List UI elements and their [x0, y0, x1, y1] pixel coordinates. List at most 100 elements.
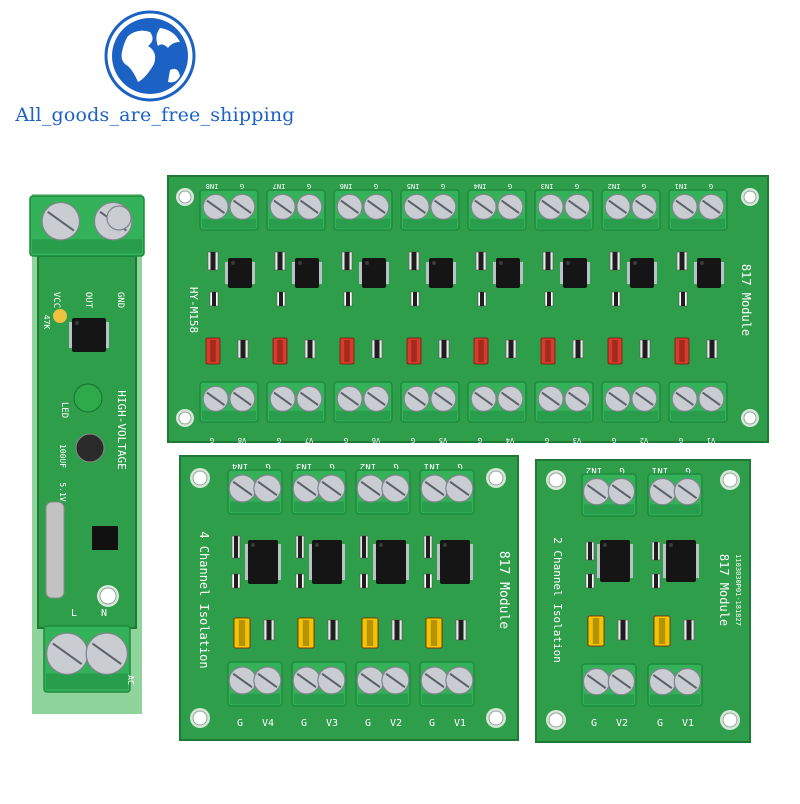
screw-terminal-base: [537, 410, 591, 421]
screw-terminal-base: [604, 218, 658, 229]
smd-body: [374, 340, 380, 358]
smd-body: [411, 252, 417, 270]
screw-slot: [449, 672, 470, 689]
silkscreen-label: G: [301, 718, 307, 729]
silkscreen-label: G: [508, 182, 512, 190]
screw-slot: [449, 480, 470, 497]
screw-slot: [474, 199, 493, 214]
smd-body: [234, 536, 238, 558]
power-resistor: [45, 501, 65, 599]
silkscreen-label: 5.1V: [58, 482, 67, 501]
screw-slot: [232, 480, 253, 497]
optocoupler-chip: [429, 258, 453, 288]
silkscreen-label: G: [545, 436, 549, 444]
jumper-cap: [540, 337, 556, 365]
silkscreen-label: V7: [305, 436, 313, 444]
chip-dot: [700, 261, 704, 265]
silkscreen-label: G: [642, 182, 646, 190]
screw-terminal-base: [650, 504, 700, 515]
screw-slot: [360, 672, 381, 689]
smd-body: [508, 340, 514, 358]
screw-slot: [611, 484, 632, 500]
globe-continent: [156, 28, 180, 48]
screw-slot: [407, 199, 426, 214]
screw-terminal-base: [422, 693, 472, 705]
jumper-cap: [674, 337, 690, 365]
silkscreen-label: V6: [372, 436, 380, 444]
optocoupler-chip: [312, 540, 342, 584]
silkscreen-label: IN2: [608, 182, 621, 190]
silkscreen-label: IN3: [296, 461, 312, 471]
jumper-slot: [238, 620, 246, 646]
smd-body: [478, 252, 484, 270]
screw-terminal-base: [46, 673, 128, 690]
silkscreen-label: G: [210, 436, 214, 444]
optocoupler-chip: [600, 540, 630, 582]
optocoupler-chip: [376, 540, 406, 584]
screw-slot: [340, 391, 359, 406]
mount-hole: [722, 712, 738, 728]
screw-slot: [385, 672, 406, 689]
screw-terminal-base: [537, 218, 591, 229]
screw-slot: [677, 484, 698, 500]
silkscreen-label: V2: [616, 718, 628, 729]
optocoupler-chip: [563, 258, 587, 288]
chip-dot: [365, 261, 369, 265]
jumper-slot: [366, 620, 374, 646]
silkscreen-label: G: [374, 182, 378, 190]
silkscreen-label: G: [265, 461, 270, 471]
bridge-rectifier: [92, 526, 118, 550]
screw-terminal-base: [336, 410, 390, 421]
screw-terminal-base: [584, 694, 634, 705]
chip-dot: [669, 543, 673, 547]
mount-hole: [743, 190, 757, 204]
chip-dot: [315, 543, 319, 547]
screw-slot: [52, 642, 83, 665]
silkscreen-label: IN4: [474, 182, 487, 190]
silkscreen-label: G: [411, 436, 415, 444]
silkscreen-label: HY-M158: [187, 287, 200, 333]
smd-body: [654, 542, 658, 560]
screw-terminal-base: [403, 410, 457, 421]
smd-body: [234, 574, 238, 588]
jumper-slot: [478, 340, 484, 362]
screw-slot: [702, 391, 721, 406]
chip-dot: [231, 261, 235, 265]
silkscreen-label: V3: [573, 436, 581, 444]
mount-hole: [548, 712, 564, 728]
jumper-cap: [272, 337, 288, 365]
smd-body: [212, 292, 216, 306]
silkscreen-label: G: [478, 436, 482, 444]
jumper-cap: [607, 337, 623, 365]
smd-body: [362, 536, 366, 558]
chip-dot: [443, 543, 447, 547]
smd-body: [547, 292, 551, 306]
screw-slot: [586, 484, 607, 500]
globe-logo-icon: [104, 10, 196, 102]
watermark-text: All_goods_are_free_shipping: [15, 104, 295, 126]
silkscreen-label: G: [709, 182, 713, 190]
screw-terminal-base: [403, 218, 457, 229]
screw-slot: [541, 199, 560, 214]
smd-body: [709, 340, 715, 358]
screw-terminal-base: [230, 693, 280, 705]
smd-body: [612, 252, 618, 270]
smd-body: [480, 292, 484, 306]
silkscreen-label: V5: [439, 436, 447, 444]
smd-body: [681, 292, 685, 306]
jumper-slot: [411, 340, 417, 362]
silkscreen-label: OUT: [83, 292, 93, 309]
silkscreen-label: V1: [454, 718, 466, 729]
silkscreen-label: HIGH-VOLTAGE: [115, 390, 128, 469]
silkscreen-label: V4: [506, 436, 514, 444]
smd-body: [426, 536, 430, 558]
jumper-cap: [473, 337, 489, 365]
silkscreen-label: 100UF: [58, 444, 67, 468]
silkscreen-label: VCC: [51, 292, 61, 308]
jumper-slot: [592, 618, 600, 644]
screw-slot: [233, 199, 252, 214]
mount-hole: [192, 710, 208, 726]
screw-slot: [424, 480, 445, 497]
screw-slot: [321, 480, 342, 497]
screw-terminal-base: [422, 501, 472, 513]
